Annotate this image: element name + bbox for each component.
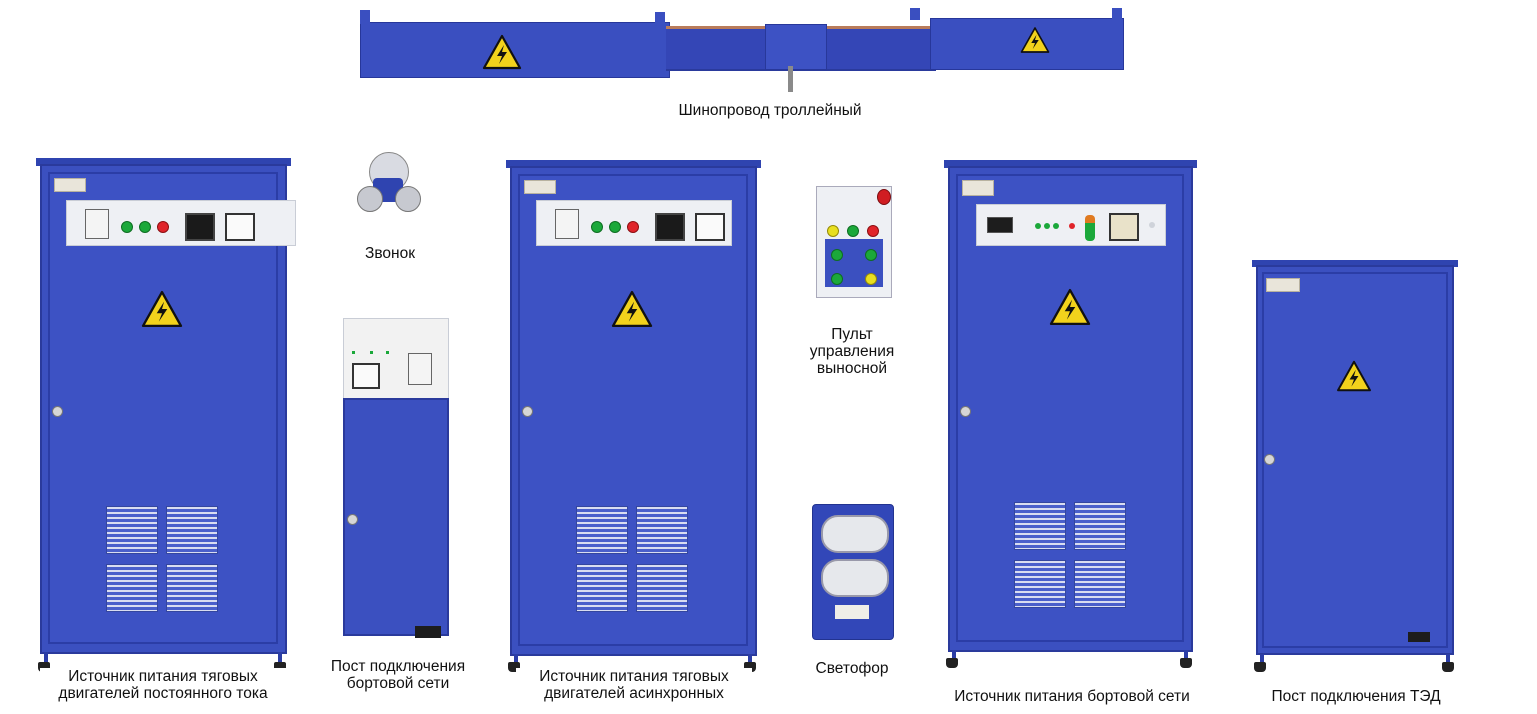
- indicator-lamp-yellow: [827, 225, 839, 237]
- vent-grille: [1014, 560, 1066, 608]
- indicator-lamp-yellow: [865, 273, 877, 285]
- dc-source-caption: Источник питания тяговых двигателей пост…: [40, 668, 286, 702]
- nameplate: [1266, 278, 1300, 292]
- indicator-lamp-green: [847, 225, 859, 237]
- vent-grille: [636, 506, 688, 554]
- async-source-caption: Источник питания тяговых двигателей асин…: [516, 668, 752, 702]
- door-lock: [52, 406, 63, 417]
- ted-post-caption: Пост подключения ТЭД: [1250, 688, 1462, 705]
- busbar-trolley: [765, 24, 827, 70]
- high-voltage-warning-icon: [1336, 360, 1372, 392]
- vent-grille: [106, 506, 158, 554]
- breaker-switch: [555, 209, 579, 239]
- bell-caption: Звонок: [340, 245, 440, 262]
- traffic-light: [812, 504, 894, 640]
- high-voltage-warning-icon: [1020, 26, 1050, 54]
- indicator-lamp-green: [139, 221, 151, 233]
- nameplate: [524, 180, 556, 194]
- cabinet-foot: [1442, 662, 1454, 672]
- ted-post-cabinet: [1252, 260, 1458, 678]
- cabinet-foot: [744, 662, 756, 672]
- meter: [225, 213, 255, 241]
- breaker-switch: [408, 353, 432, 385]
- indicator-lamp-green: [609, 221, 621, 233]
- cabinet-foot: [1180, 658, 1192, 668]
- door-lock: [1264, 454, 1275, 465]
- control-panel: [343, 318, 449, 400]
- vent-grille: [1074, 560, 1126, 608]
- busbar-caption: Шинопровод троллейный: [650, 102, 890, 119]
- cabinet-foot: [1254, 662, 1266, 672]
- meter: [185, 213, 215, 241]
- dc-source-cabinet: [36, 158, 296, 678]
- meter: [655, 213, 685, 241]
- cabinet-foot: [38, 662, 50, 672]
- control-panel: [536, 200, 732, 246]
- nameplate: [54, 178, 86, 192]
- busbar-bracket-end: [1112, 8, 1122, 20]
- control-panel: [976, 204, 1166, 246]
- high-voltage-warning-icon: [140, 290, 184, 328]
- vent-grille: [166, 506, 218, 554]
- busbar-bracket-left: [360, 10, 370, 24]
- vent-grille: [576, 506, 628, 554]
- indicator-lamp-green: [831, 273, 843, 285]
- high-voltage-warning-icon: [482, 34, 522, 70]
- vent-grille: [636, 564, 688, 612]
- async-source-cabinet: [506, 160, 761, 678]
- indicator-lamp-green: [831, 249, 843, 261]
- cabinet-foot: [508, 662, 520, 672]
- control-panel: [66, 200, 296, 246]
- meter: [1109, 213, 1139, 241]
- door-lock: [522, 406, 533, 417]
- vent-grille: [1014, 502, 1066, 550]
- busbar-bracket-right: [910, 8, 920, 20]
- indicator-lamp-red: [627, 221, 639, 233]
- breaker-switch: [85, 209, 109, 239]
- door-lock: [960, 406, 971, 417]
- busbar-cable: [788, 66, 793, 92]
- bell-device: [357, 152, 421, 218]
- onboard-post-caption: Пост подключения бортовой сети: [318, 658, 478, 692]
- indicator-lamp-green: [591, 221, 603, 233]
- cabinet-foot: [946, 658, 958, 668]
- busbar-assembly: [360, 8, 1125, 92]
- indicator-lamp-red: [867, 225, 879, 237]
- indicator-lamp-green: [865, 249, 877, 261]
- meter: [695, 213, 725, 241]
- vent-grille: [576, 564, 628, 612]
- remote-control-caption: Пульт управления выносной: [795, 326, 909, 377]
- vent-grille: [166, 564, 218, 612]
- vent-grille: [1074, 502, 1126, 550]
- onboard-source-cabinet: [944, 160, 1197, 676]
- door-lock: [347, 514, 358, 525]
- cabinet-foot: [274, 662, 286, 672]
- indicator-lamp-green: [121, 221, 133, 233]
- meter: [352, 363, 380, 389]
- high-voltage-warning-icon: [610, 290, 654, 328]
- nameplate: [962, 180, 994, 196]
- high-voltage-warning-icon: [1048, 288, 1092, 326]
- indicator-lamp-red: [157, 221, 169, 233]
- onboard-source-caption: Источник питания бортовой сети: [940, 688, 1204, 705]
- vent-grille: [106, 564, 158, 612]
- traffic-light-caption: Светофор: [800, 660, 904, 677]
- busbar-bracket-mid: [655, 12, 665, 26]
- remote-control-pendant: [816, 186, 892, 298]
- onboard-post-cabinet: [343, 318, 449, 640]
